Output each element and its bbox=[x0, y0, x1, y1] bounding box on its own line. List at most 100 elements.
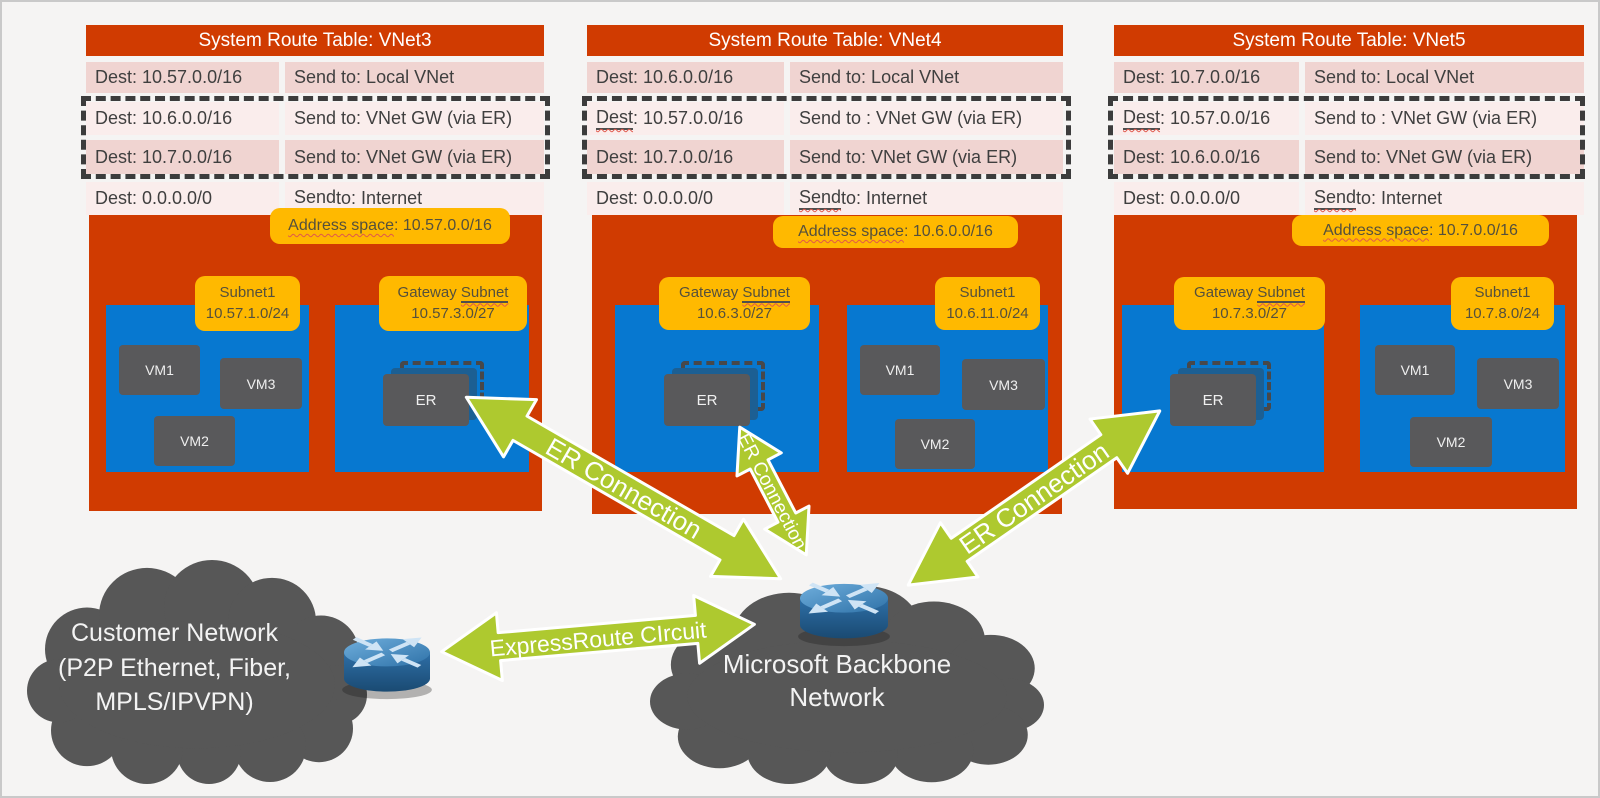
subnet-name: Gateway Subnet bbox=[397, 283, 509, 304]
vnet5-route-row-dest: Dest: 10.6.0.0/16 bbox=[1114, 140, 1299, 174]
vnet3-er-routes-highlight bbox=[81, 96, 550, 179]
address-space-text: Address space bbox=[1323, 221, 1429, 239]
microsoft-backbone-label: Microsoft Backbone Network bbox=[722, 649, 952, 713]
vnet4-route-row-send: Send to: VNet GW (via ER) bbox=[790, 140, 1063, 174]
route-send: Send to : VNet GW (via ER) bbox=[1314, 108, 1538, 128]
customer-edge-router-icon bbox=[342, 633, 432, 700]
vnet5-er-routes-highlight bbox=[1108, 96, 1585, 179]
vnet3-vm3: VM3 bbox=[220, 358, 302, 409]
vnet5-vm1: VM1 bbox=[1375, 345, 1455, 395]
route-dest: Dest: 10.6.0.0/16 bbox=[596, 67, 734, 87]
vnet5-vm2: VM2 bbox=[1410, 417, 1492, 467]
vnet5-route-table-title: System Route Table: VNet5 bbox=[1114, 25, 1584, 56]
address-space-cidr: : 10.6.0.0/16 bbox=[903, 223, 993, 241]
vnet4-route-row-dest: Dest: 10.57.0.0/16 bbox=[587, 102, 784, 135]
route-dest: : 10.57.0.0/16 bbox=[633, 108, 744, 128]
vnet5-vm3: VM3 bbox=[1477, 358, 1559, 409]
vnet4-route-table-title: System Route Table: VNet4 bbox=[587, 25, 1063, 56]
route-dest: : 10.57.0.0/16 bbox=[1160, 108, 1271, 128]
route-dest: Dest: 10.6.0.0/16 bbox=[95, 108, 233, 128]
subnet-cidr: 10.6.11.0/24 bbox=[946, 304, 1029, 322]
vnet3-route-row-send: Send to: VNet GW (via ER) bbox=[285, 102, 544, 135]
vnet5-route-row-send: Send to : VNet GW (via ER) bbox=[1305, 102, 1584, 135]
vnet4-route-row-send: Send to : VNet GW (via ER) bbox=[790, 102, 1063, 135]
route-dest: Dest: 10.6.0.0/16 bbox=[1123, 146, 1261, 167]
vnet4-vm3: VM3 bbox=[962, 359, 1045, 410]
subnet-cidr: 10.7.3.0/27 bbox=[1211, 304, 1288, 322]
vnet3-route-row-send: Send to: VNet GW (via ER) bbox=[285, 140, 544, 174]
route-dest: Dest: 10.57.0.0/16 bbox=[95, 67, 243, 87]
vnet3-address-space-label: Address space: 10.57.0.0/16 bbox=[270, 208, 510, 244]
address-space-cidr: : 10.57.0.0/16 bbox=[393, 217, 492, 235]
route-send: Send to: VNet GW (via ER) bbox=[294, 108, 513, 128]
route-dest: Dest: 0.0.0.0/0 bbox=[95, 188, 213, 208]
vnet5-route-row-dest: Dest: 10.57.0.0/16 bbox=[1114, 102, 1299, 135]
vnet3-route-row-send: Send to: Local VNet bbox=[285, 62, 544, 93]
route-dest: Dest: 10.7.0.0/16 bbox=[596, 146, 734, 167]
vnet3-er-gateway-icon: ER bbox=[383, 374, 469, 426]
subnet-cidr: 10.57.3.0/27 bbox=[411, 304, 495, 322]
vnet4-gateway-subnet-label: Gateway Subnet 10.6.3.0/27 bbox=[659, 277, 810, 330]
microsoft-edge-router-icon bbox=[798, 578, 890, 647]
subnet-word: Subnet bbox=[1257, 284, 1305, 304]
vnet5-route-row-send: Send to: VNet GW (via ER) bbox=[1305, 140, 1584, 174]
route-dest: Dest: 0.0.0.0/0 bbox=[596, 188, 714, 208]
route-send: Send to: VNet GW (via ER) bbox=[799, 146, 1018, 167]
subnet-word: Subnet bbox=[742, 284, 790, 304]
route-send: Send to: Local VNet bbox=[799, 67, 960, 87]
vnet4-route-row-send: Send to: Internet bbox=[790, 182, 1063, 215]
vnet5-subnet1-label: Subnet1 10.7.8.0/24 bbox=[1451, 277, 1554, 330]
vnet3-route-row-dest: Dest: 10.7.0.0/16 bbox=[86, 140, 279, 174]
expressroute-circuit-arrow: ExpressRoute CIrcuit bbox=[440, 594, 756, 682]
route-send: Send to: VNet GW (via ER) bbox=[1314, 146, 1533, 167]
vnet5-gateway-subnet-label: Gateway Subnet 10.7.3.0/27 bbox=[1174, 277, 1325, 330]
subnet-name: Gateway Subnet bbox=[679, 283, 790, 304]
route-dest-mark: Dest bbox=[1123, 107, 1161, 130]
route-send: Send to: VNet GW (via ER) bbox=[294, 146, 513, 167]
vnet4-route-row-dest: Dest: 10.6.0.0/16 bbox=[587, 62, 784, 93]
route-dest: Dest: 0.0.0.0/0 bbox=[1123, 188, 1241, 208]
vnet4-vm2: VM2 bbox=[895, 419, 975, 469]
gateway-word: Gateway bbox=[397, 284, 461, 302]
vnet5-route-row-send: Send to: Local VNet bbox=[1305, 62, 1584, 93]
route-send: Send to: Local VNet bbox=[294, 67, 455, 87]
subnet-name: Subnet1 bbox=[959, 284, 1016, 302]
gateway-word: Gateway bbox=[679, 284, 743, 302]
route-send: to: Internet bbox=[336, 188, 423, 208]
route-send-mark: Send bbox=[294, 187, 337, 210]
vnet5-route-row-dest: Dest: 10.7.0.0/16 bbox=[1114, 62, 1299, 93]
route-dest: Dest: 10.7.0.0/16 bbox=[1123, 67, 1261, 87]
vnet5-er-gateway-icon: ER bbox=[1170, 374, 1256, 426]
route-dest: Dest: 10.7.0.0/16 bbox=[95, 146, 233, 167]
route-dest-mark: Dest bbox=[596, 107, 634, 130]
route-send-mark: Send bbox=[1314, 187, 1357, 210]
vnet3-subnet1-label: Subnet1 10.57.1.0/24 bbox=[195, 276, 300, 331]
vnet4-er-gateway-icon: ER bbox=[664, 374, 750, 426]
route-send: Send to : VNet GW (via ER) bbox=[799, 108, 1023, 128]
customer-network-label: Customer Network (P2P Ethernet, Fiber, M… bbox=[58, 619, 291, 716]
subnet-name: Gateway Subnet bbox=[1194, 283, 1305, 304]
vnet5-route-row-dest: Dest: 0.0.0.0/0 bbox=[1114, 182, 1299, 215]
vnet3-route-row-dest: Dest: 0.0.0.0/0 bbox=[86, 182, 279, 215]
subnet-cidr: 10.7.8.0/24 bbox=[1464, 304, 1541, 322]
vnet3-route-table-title: System Route Table: VNet3 bbox=[86, 25, 544, 56]
subnet-cidr: 10.57.1.0/24 bbox=[205, 304, 290, 322]
vnet4-address-space-label: Address space: 10.6.0.0/16 bbox=[773, 216, 1018, 248]
vnet4-er-routes-highlight bbox=[582, 96, 1071, 179]
address-space-cidr: : 10.7.0.0/16 bbox=[1428, 221, 1518, 239]
vnet4-route-row-dest: Dest: 10.7.0.0/16 bbox=[587, 140, 784, 174]
vnet3-gateway-subnet-label: Gateway Subnet 10.57.3.0/27 bbox=[379, 276, 527, 331]
vnet4-route-row-dest: Dest: 0.0.0.0/0 bbox=[587, 182, 784, 215]
vnet5-route-row-send: Send to: Internet bbox=[1305, 182, 1584, 215]
vnet4-vm1: VM1 bbox=[860, 345, 940, 395]
subnet-cidr: 10.6.3.0/27 bbox=[696, 304, 773, 322]
vnet3-route-row-dest: Dest: 10.6.0.0/16 bbox=[86, 102, 279, 135]
vnet5-address-space-label: Address space: 10.7.0.0/16 bbox=[1292, 215, 1549, 246]
route-send: Send to: Local VNet bbox=[1314, 67, 1475, 87]
address-space-text: Address space bbox=[288, 217, 394, 235]
route-send-mark: Send bbox=[799, 187, 842, 210]
vnet4-subnet1-label: Subnet1 10.6.11.0/24 bbox=[935, 277, 1040, 330]
vnet3-vm2: VM2 bbox=[154, 416, 235, 466]
vnet3-vm1: VM1 bbox=[119, 345, 200, 395]
